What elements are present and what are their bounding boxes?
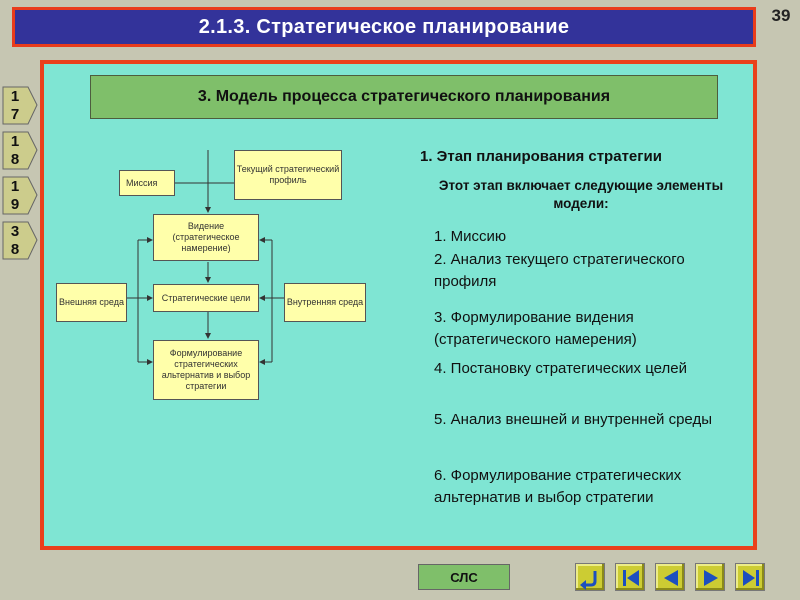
diagram-node-vision: Видение (стратегическое намерение) [153,214,259,261]
tab-digit: 8 [10,151,20,168]
tab-digit: 9 [10,196,20,213]
model-element-5: 5. Анализ внешней и внутренней среды [434,411,712,428]
tab-arrow-shape [2,131,38,170]
prev-slide-button[interactable] [655,563,685,591]
model-element-3: 3. Формулирование видения (стратегическо… [434,309,637,348]
side-tab-38[interactable]: 3 8 [2,221,38,260]
last-icon [743,570,759,586]
tab-digit: 1 [10,88,20,105]
diagram-node-external-env: Внешняя среда [56,283,127,322]
tab-digit: 8 [10,241,20,258]
model-element-6: 6. Формулирование стратегических альтерн… [434,467,682,506]
next-slide-button[interactable] [695,563,725,591]
slide-title: 2.1.3. Стратегическое планирование [12,7,756,47]
side-tab-18[interactable]: 1 8 [2,131,38,170]
section-header: 3. Модель процесса стратегического плани… [90,75,718,119]
prev-icon [664,570,678,586]
diagram-connectors [126,150,284,365]
return-button[interactable] [575,563,605,591]
model-element-2: 2. Анализ текущего стратегического профи… [434,251,685,290]
side-tab-17[interactable]: 1 7 [2,86,38,125]
return-icon [580,571,597,590]
main-panel: 3. Модель процесса стратегического плани… [40,60,757,550]
tab-digit: 1 [10,133,20,150]
tab-digit: 1 [10,178,20,195]
first-icon [623,570,639,586]
first-slide-button[interactable] [615,563,645,591]
page-number: 39 [771,6,791,25]
diagram-node-mission: Миссия [119,170,175,196]
tab-arrow-shape [2,221,38,260]
side-tab-19[interactable]: 1 9 [2,176,38,215]
diagram-node-current-profile: Текущий стратегический профиль [234,150,342,200]
diagram-node-internal-env: Внутренняя среда [284,283,366,322]
stage-intro: Этот этап включает следующие элементы мо… [438,178,724,211]
diagram-node-strategic-goals: Стратегические цели [153,284,259,312]
model-element-4: 4. Постановку стратегических целей [434,360,687,377]
diagram-node-alternatives: Формулирование стратегических альтернати… [153,340,259,400]
tab-arrow-shape [2,86,38,125]
tab-arrow-shape [2,176,38,215]
last-slide-button[interactable] [735,563,765,591]
tab-digit: 3 [10,223,20,240]
stage-title: 1. Этап планирования стратегии [420,148,662,165]
model-element-1: 1. Миссию [434,228,507,245]
sls-button[interactable]: СЛС [418,564,510,590]
tab-digit: 7 [10,106,20,123]
next-icon [704,570,718,586]
